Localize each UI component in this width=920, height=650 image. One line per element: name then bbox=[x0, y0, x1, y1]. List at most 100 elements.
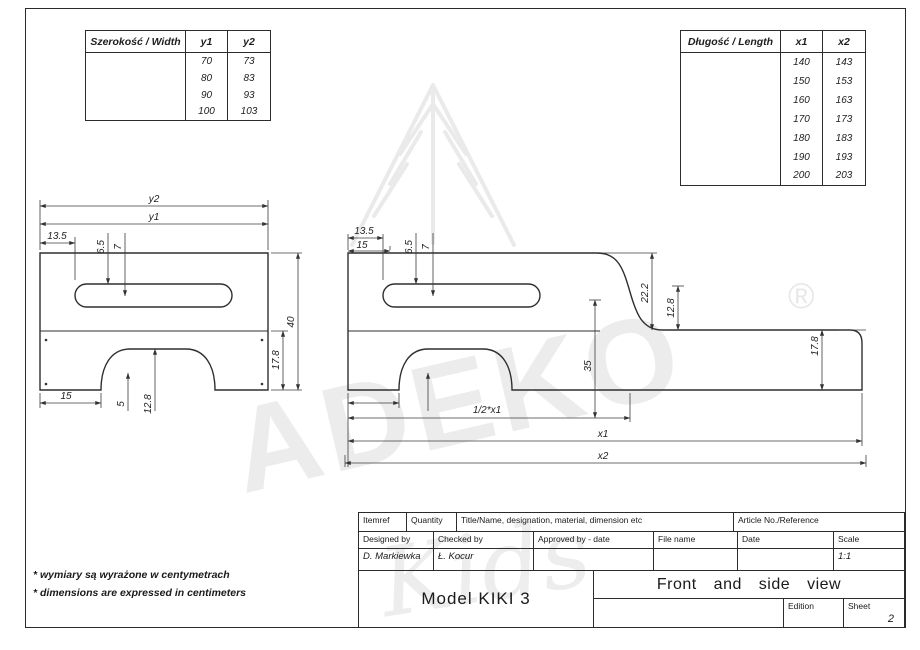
sheet-cell: Sheet 2 bbox=[844, 599, 904, 627]
length-x2-value: 143 bbox=[822, 52, 866, 72]
width-y1-value: 80 bbox=[185, 69, 228, 87]
width-table-header-row: Szerokość / Width y1 y2 bbox=[85, 30, 271, 53]
width-y1-value: 100 bbox=[185, 103, 228, 121]
dim-label-13-5: 13.5 bbox=[354, 226, 374, 237]
approved-by-label: Approved by - date bbox=[534, 532, 654, 548]
width-table-col-y1: y1 bbox=[185, 30, 228, 53]
table-row: 90 93 bbox=[85, 86, 271, 104]
length-table-col-x1: x1 bbox=[780, 30, 823, 53]
approved-value bbox=[534, 549, 654, 570]
side-handle-slot bbox=[382, 283, 541, 308]
length-x1-value: 160 bbox=[780, 90, 823, 110]
file-name-value bbox=[654, 549, 738, 570]
dim-label-x2: x2 bbox=[597, 451, 609, 462]
table-row: 100 103 bbox=[85, 103, 271, 121]
table-row: 160 163 bbox=[680, 90, 866, 110]
title-block-bottom: Model KIKI 3 Front and side view Edition… bbox=[359, 571, 904, 627]
dim-label-x1: x1 bbox=[597, 429, 609, 440]
dim-label-35: 35 bbox=[583, 360, 594, 372]
front-view-dim-labels: y2 y1 13.5 6.5 7 40 17.8 15 5 12.8 bbox=[47, 194, 297, 414]
date-label: Date bbox=[738, 532, 834, 548]
width-table: Szerokość / Width y1 y2 70 73 80 83 90 9… bbox=[85, 30, 271, 121]
scale-label: Scale bbox=[838, 534, 860, 544]
width-y2-value: 103 bbox=[227, 103, 271, 121]
dim-label-17-8: 17.8 bbox=[810, 336, 821, 356]
table-row: 70 73 bbox=[85, 52, 271, 70]
title-block-values-row: D. Markiewka Ł. Kocur 1:1 bbox=[359, 549, 904, 571]
table-row: 140 143 bbox=[680, 52, 866, 72]
side-view-dim-labels: 13.5 15 6.5 7 22.2 12.8 35 17.8 1/2*x1 x… bbox=[354, 226, 821, 462]
width-y1-value: 70 bbox=[185, 52, 228, 70]
side-view-outline bbox=[347, 252, 863, 391]
dim-label-12-8: 12.8 bbox=[143, 394, 154, 414]
length-x2-value: 183 bbox=[822, 128, 866, 148]
length-x2-value: 193 bbox=[822, 147, 866, 167]
dim-label-5: 5 bbox=[116, 401, 127, 407]
watermark-registered-icon: ® bbox=[788, 275, 815, 316]
front-drill-holes bbox=[44, 338, 264, 386]
length-x1-value: 180 bbox=[780, 128, 823, 148]
table-row: 190 193 bbox=[680, 147, 866, 167]
table-row: 80 83 bbox=[85, 69, 271, 87]
checked-by-label: Checked by bbox=[434, 532, 534, 548]
units-notes: * wymiary są wyrażone w centymetrach * d… bbox=[33, 566, 246, 603]
designer-name: D. Markiewka bbox=[359, 549, 434, 570]
dim-label-17-8: 17.8 bbox=[271, 350, 282, 370]
width-y1-value: 90 bbox=[185, 86, 228, 104]
length-x1-value: 150 bbox=[780, 71, 823, 91]
length-table-header-row: Długość / Length x1 x2 bbox=[680, 30, 866, 53]
length-x2-value: 173 bbox=[822, 109, 866, 129]
note-polish: * wymiary są wyrażone w centymetrach bbox=[33, 569, 230, 581]
dim-label-15: 15 bbox=[60, 391, 72, 402]
title-block-roles-row: Designed by Checked by Approved by - dat… bbox=[359, 532, 904, 549]
length-table: Długość / Length x1 x2 140 143 150 153 1… bbox=[680, 30, 866, 186]
dim-label-7: 7 bbox=[113, 244, 124, 250]
title-block-header-row: Itemref Quantity Title/Name, designation… bbox=[359, 513, 904, 532]
length-x1-value: 200 bbox=[780, 166, 823, 186]
dim-label-6-5: 6.5 bbox=[96, 240, 107, 254]
dim-label-13-5: 13.5 bbox=[47, 231, 67, 242]
tree-logo-icon bbox=[350, 83, 516, 247]
width-y2-value: 83 bbox=[227, 69, 271, 87]
dim-label-y1: y1 bbox=[148, 212, 160, 223]
width-y2-value: 73 bbox=[227, 52, 271, 70]
side-view-dimensions bbox=[344, 233, 867, 467]
edition-label: Edition bbox=[784, 599, 844, 627]
drawing-view-title: Front and side view bbox=[594, 571, 904, 599]
date-value bbox=[738, 549, 834, 570]
scale-value: 1:1 bbox=[838, 551, 852, 562]
quantity-label: Quantity bbox=[407, 513, 457, 531]
width-y2-value: 93 bbox=[227, 86, 271, 104]
designed-by-label: Designed by bbox=[359, 532, 434, 548]
article-label: Article No./Reference bbox=[738, 515, 819, 525]
width-table-title: Szerokość / Width bbox=[85, 30, 186, 53]
itemref-label: Itemref bbox=[359, 513, 407, 531]
dim-label-12-8: 12.8 bbox=[666, 298, 677, 318]
width-table-col-y2: y2 bbox=[227, 30, 271, 53]
dim-label-6-5: 6.5 bbox=[404, 240, 415, 254]
front-view-dimensions bbox=[39, 200, 302, 411]
front-handle-slot bbox=[74, 283, 233, 308]
note-english: * dimensions are expressed in centimeter… bbox=[33, 587, 247, 600]
length-x2-value: 153 bbox=[822, 71, 866, 91]
model-name: Model KIKI 3 bbox=[359, 571, 594, 627]
table-row: 180 183 bbox=[680, 128, 866, 148]
dim-label-22-2: 22.2 bbox=[640, 283, 651, 304]
dim-label-7: 7 bbox=[421, 244, 432, 250]
title-name-label: Title/Name, designation, material, dimen… bbox=[457, 513, 734, 531]
length-table-col-x2: x2 bbox=[822, 30, 866, 53]
dim-label-half-x1: 1/2*x1 bbox=[473, 405, 501, 416]
length-table-title: Długość / Length bbox=[680, 30, 781, 53]
empty-cell bbox=[594, 599, 784, 627]
length-x1-value: 140 bbox=[780, 52, 823, 72]
dim-label-15: 15 bbox=[356, 240, 368, 251]
table-row: 170 173 bbox=[680, 109, 866, 129]
length-x1-value: 190 bbox=[780, 147, 823, 167]
checker-name: Ł. Kocur bbox=[434, 549, 534, 570]
sheet-label: Sheet bbox=[848, 601, 871, 611]
length-x2-value: 163 bbox=[822, 90, 866, 110]
front-view-outline bbox=[39, 252, 269, 391]
file-name-label: File name bbox=[654, 532, 738, 548]
dim-label-40: 40 bbox=[286, 316, 297, 328]
